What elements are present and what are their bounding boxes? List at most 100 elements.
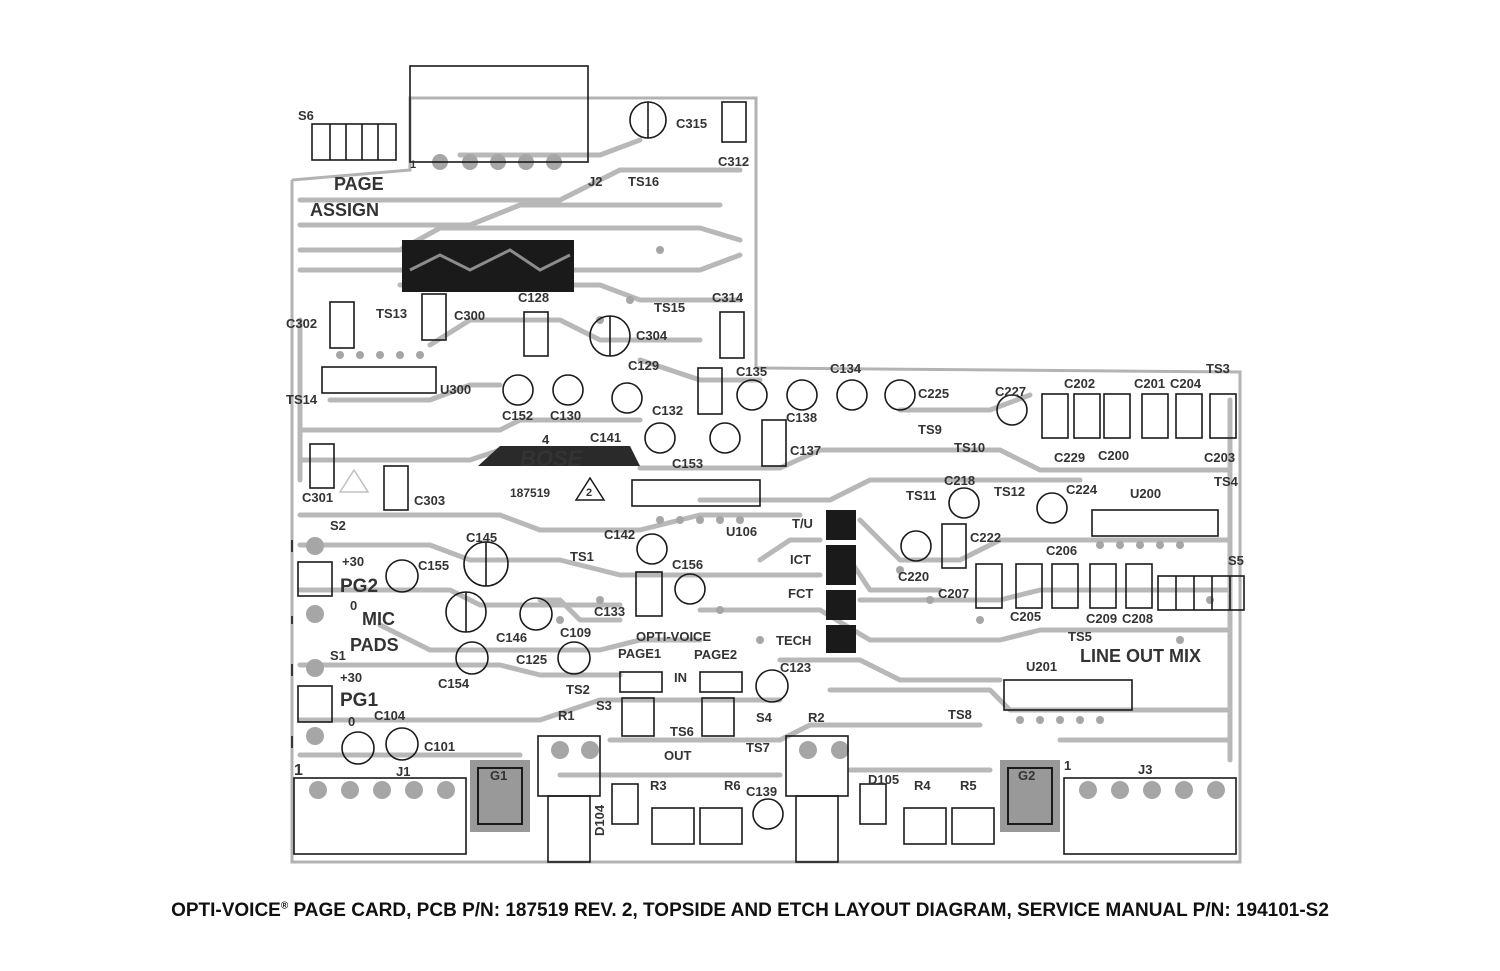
label-c204: C204 bbox=[1170, 376, 1202, 391]
label-ts10: TS10 bbox=[954, 440, 985, 455]
label-c303: C303 bbox=[414, 493, 445, 508]
label-c206: C206 bbox=[1046, 543, 1077, 558]
label-page2: PAGE2 bbox=[694, 647, 737, 662]
label-c125: C125 bbox=[516, 652, 547, 667]
label-s5: S5 bbox=[1228, 553, 1244, 568]
label-c312: C312 bbox=[718, 154, 749, 169]
label-ts9: TS9 bbox=[918, 422, 942, 437]
label-ts8: TS8 bbox=[948, 707, 972, 722]
label-c132: C132 bbox=[652, 403, 683, 418]
label-pads: PADS bbox=[350, 635, 399, 655]
label-c155: C155 bbox=[418, 558, 449, 573]
label-ts11: TS11 bbox=[906, 488, 936, 503]
label-s3: S3 bbox=[596, 698, 612, 713]
label-c154: C154 bbox=[438, 676, 470, 691]
rev-triangle-label: 2 bbox=[586, 487, 592, 499]
label-j2: J2 bbox=[588, 174, 602, 189]
label-ts4: TS4 bbox=[1214, 474, 1239, 489]
label-c153: C153 bbox=[672, 456, 703, 471]
label-c222: C222 bbox=[970, 530, 1001, 545]
label-c134: C134 bbox=[830, 361, 862, 376]
component-labels: S6 J2 TS16 C315 C312 PAGE ASSIGN C302 TS… bbox=[286, 108, 1244, 836]
label-c302: C302 bbox=[286, 316, 317, 331]
pcb-part-number: 187519 bbox=[510, 486, 550, 500]
label-pg1: PG1 bbox=[340, 690, 378, 711]
label-c133: C133 bbox=[594, 604, 625, 619]
label-zero-s2: 0 bbox=[350, 598, 357, 613]
label-c300: C300 bbox=[454, 308, 485, 323]
label-d105: D105 bbox=[868, 772, 899, 787]
label-c209: C209 bbox=[1086, 611, 1117, 626]
label-j3: J3 bbox=[1138, 762, 1152, 777]
label-c207: C207 bbox=[938, 586, 969, 601]
label-c142: C142 bbox=[604, 527, 635, 542]
label-r2: R2 bbox=[808, 710, 825, 725]
label-c229: C229 bbox=[1054, 450, 1085, 465]
label-fct: FCT bbox=[788, 586, 813, 601]
label-c135: C135 bbox=[736, 364, 767, 379]
label-mic: MIC bbox=[362, 609, 395, 629]
label-plus30-s2: +30 bbox=[342, 554, 364, 569]
label-pin1-j1: 1 bbox=[294, 762, 303, 779]
label-tech: TECH bbox=[776, 633, 811, 648]
bose-logo: BOSE 2 bbox=[338, 446, 640, 501]
label-pin4: 4 bbox=[542, 432, 550, 447]
label-u106: U106 bbox=[726, 524, 757, 539]
label-c130: C130 bbox=[550, 408, 581, 423]
caption-product: OPTI-VOICE bbox=[171, 900, 281, 921]
label-c138: C138 bbox=[786, 410, 817, 425]
label-page1: PAGE1 bbox=[618, 646, 661, 661]
label-pin1-j3: 1 bbox=[1064, 758, 1071, 773]
label-c139: C139 bbox=[746, 784, 777, 799]
label-ict: ICT bbox=[790, 552, 811, 567]
label-c145: C145 bbox=[466, 530, 497, 545]
label-c104: C104 bbox=[374, 708, 406, 723]
label-c224: C224 bbox=[1066, 482, 1098, 497]
label-out: OUT bbox=[664, 748, 692, 763]
label-r4: R4 bbox=[914, 778, 931, 793]
registered-mark: ® bbox=[280, 900, 289, 912]
label-c220: C220 bbox=[898, 569, 929, 584]
ground-pads bbox=[470, 760, 1060, 832]
label-c227: C227 bbox=[995, 384, 1026, 399]
label-ts15: TS15 bbox=[654, 300, 685, 315]
label-s4: S4 bbox=[756, 710, 773, 725]
label-c201: C201 bbox=[1134, 376, 1165, 391]
logo-text: BOSE bbox=[520, 446, 584, 471]
label-u201: U201 bbox=[1026, 659, 1057, 674]
label-c146: C146 bbox=[496, 630, 527, 645]
label-c141: C141 bbox=[590, 430, 621, 445]
label-ts2: TS2 bbox=[566, 682, 590, 697]
label-c129: C129 bbox=[628, 358, 659, 373]
label-c315: C315 bbox=[676, 116, 707, 131]
label-c101: C101 bbox=[424, 739, 455, 754]
label-g1: G1 bbox=[490, 768, 507, 783]
label-r6: R6 bbox=[724, 778, 741, 793]
label-g2: G2 bbox=[1018, 768, 1035, 783]
label-u300: U300 bbox=[440, 382, 471, 397]
label-c202: C202 bbox=[1064, 376, 1095, 391]
label-ts1: TS1 bbox=[570, 549, 594, 564]
label-ts7: TS7 bbox=[746, 740, 770, 755]
label-optivoice: OPTI-VOICE bbox=[636, 629, 711, 644]
label-c203: C203 bbox=[1204, 450, 1235, 465]
label-pin1-j2: 1 bbox=[410, 159, 416, 171]
label-c152: C152 bbox=[502, 408, 533, 423]
label-ts14: TS14 bbox=[286, 392, 318, 407]
label-in: IN bbox=[674, 670, 687, 685]
label-c109: C109 bbox=[560, 625, 591, 640]
label-assign: ASSIGN bbox=[310, 200, 379, 220]
label-c314: C314 bbox=[712, 290, 744, 305]
label-ts5: TS5 bbox=[1068, 629, 1092, 644]
label-d104: D104 bbox=[592, 804, 607, 836]
caption-details: PAGE CARD, PCB P/N: 187519 REV. 2, TOPSI… bbox=[288, 900, 1329, 921]
label-u200: U200 bbox=[1130, 486, 1161, 501]
label-pg2: PG2 bbox=[340, 576, 378, 597]
label-c301: C301 bbox=[302, 490, 333, 505]
label-c225: C225 bbox=[918, 386, 949, 401]
label-r5: R5 bbox=[960, 778, 977, 793]
label-tu: T/U bbox=[792, 516, 813, 531]
pcb-layout-diagram: BOSE 2 S6 J2 TS16 C315 C312 PAGE ASSIGN … bbox=[286, 65, 1245, 864]
label-ts16: TS16 bbox=[628, 174, 659, 189]
label-c218: C218 bbox=[944, 473, 975, 488]
